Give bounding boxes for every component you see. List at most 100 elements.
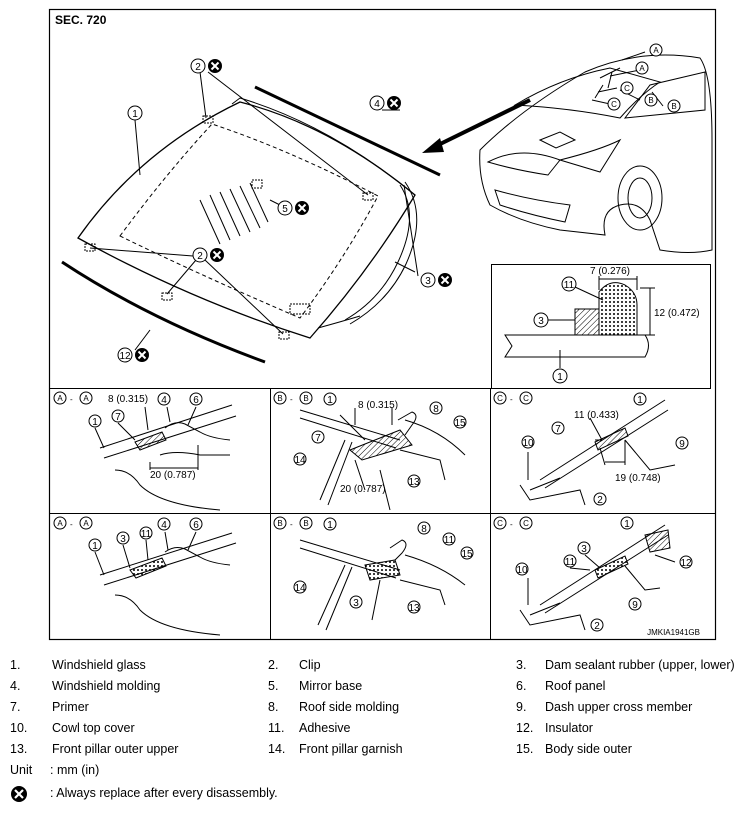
svg-text:-: - (510, 520, 513, 529)
legend-item: 6.Roof panel (516, 679, 606, 693)
svg-text:11: 11 (564, 280, 575, 291)
windshield-diagram: SEC. 720 1 2 (48, 8, 717, 641)
svg-text:12: 12 (119, 351, 131, 362)
svg-text:4: 4 (374, 99, 380, 110)
svg-text:8: 8 (433, 404, 439, 415)
svg-text:-: - (510, 395, 513, 404)
section-b-b-lower: B - B 1 8 11 15 14 3 13 (273, 516, 474, 631)
svg-text:3: 3 (581, 544, 587, 555)
svg-text:9: 9 (632, 600, 638, 611)
dim-cc-lower: 19 (0.748) (615, 473, 661, 484)
svg-text:2: 2 (197, 251, 203, 262)
unit-value: : mm (in) (50, 763, 100, 777)
svg-text:1: 1 (92, 541, 98, 552)
svg-text:1: 1 (637, 395, 643, 406)
section-b-b-upper: B - B 8 (0.315) 20 (0.787) 1 8 15 7 14 1… (273, 391, 467, 511)
svg-text:A: A (57, 394, 63, 403)
legend-item: 14.Front pillar garnish (268, 742, 403, 756)
section-a-a-upper: A - A 8 (0.315) 20 (0.787) 4 6 7 1 (53, 391, 237, 511)
svg-text:14: 14 (294, 455, 306, 466)
svg-text:6: 6 (193, 520, 199, 531)
dim-7: 7 (0.276) (590, 266, 630, 277)
svg-text:10: 10 (516, 565, 528, 576)
svg-text:5: 5 (282, 204, 288, 215)
svg-text:A: A (57, 519, 63, 528)
legend-item: 8.Roof side molding (268, 700, 400, 714)
windshield-exploded-view (61, 71, 441, 364)
svg-text:4: 4 (161, 395, 167, 406)
svg-text:B: B (303, 519, 308, 528)
car-section-markers: A A C C B B (591, 43, 681, 113)
svg-text:1: 1 (92, 417, 98, 428)
replace-icon (386, 95, 402, 111)
replace-icon (437, 272, 453, 288)
svg-text:7: 7 (555, 424, 561, 435)
svg-text:A: A (83, 519, 89, 528)
svg-text:15: 15 (454, 418, 466, 429)
section-a-a-lower: A - A 3 11 4 6 1 (53, 516, 237, 636)
svg-text:B: B (277, 394, 282, 403)
svg-text:13: 13 (408, 477, 420, 488)
svg-text:1: 1 (132, 109, 138, 120)
svg-text:C: C (611, 100, 617, 109)
section-title: SEC. 720 (55, 13, 107, 27)
replace-note-text: : Always replace after every disassembly… (50, 786, 278, 800)
svg-text:15: 15 (461, 549, 473, 560)
svg-text:B: B (671, 102, 676, 111)
section-grid (50, 388, 716, 639)
svg-text:C: C (523, 519, 529, 528)
legend-item: 1.Windshield glass (10, 658, 146, 672)
section-c-c-upper: C - C 11 (0.433) 19 (0.748) 1 7 10 9 2 (493, 391, 689, 506)
svg-text:B: B (277, 519, 282, 528)
svg-text:1: 1 (327, 520, 333, 531)
legend-item: 2.Clip (268, 658, 321, 672)
svg-text:-: - (290, 395, 293, 404)
diagram-frame (48, 8, 717, 641)
svg-text:-: - (70, 520, 73, 529)
svg-text:-: - (70, 395, 73, 404)
svg-text:6: 6 (193, 395, 199, 406)
main-callouts: 1 2 4 5 2 3 12 (117, 58, 453, 363)
svg-text:2: 2 (195, 62, 201, 73)
unit-label: Unit (10, 763, 33, 777)
legend-item: 15.Body side outer (516, 742, 632, 756)
replace-icon (134, 347, 150, 363)
svg-text:C: C (523, 394, 529, 403)
svg-text:10: 10 (522, 438, 534, 449)
dim-cc-upper: 11 (0.433) (574, 410, 619, 421)
legend-item: 7.Primer (10, 700, 89, 714)
svg-text:3: 3 (538, 316, 544, 327)
legend-item: 9.Dash upper cross member (516, 700, 693, 714)
svg-text:C: C (497, 394, 503, 403)
replace-icon (11, 786, 27, 802)
legend-item: 10.Cowl top cover (10, 721, 135, 735)
image-code: JMKIA1941GB (647, 628, 700, 637)
replace-icon (209, 247, 225, 263)
svg-text:12: 12 (680, 558, 692, 569)
legend-item: 12.Insulator (516, 721, 593, 735)
svg-text:A: A (653, 46, 659, 55)
svg-text:9: 9 (679, 439, 685, 450)
svg-text:C: C (497, 519, 503, 528)
adhesive-detail: 7 (0.276) 12 (0.472) 3 11 1 (491, 264, 711, 389)
svg-text:C: C (624, 84, 630, 93)
svg-text:2: 2 (594, 621, 600, 632)
dim-bb-upper: 8 (0.315) (358, 400, 398, 411)
svg-text:4: 4 (161, 520, 167, 531)
svg-text:3: 3 (120, 534, 126, 545)
dim-bb-lower: 20 (0.787) (340, 484, 386, 495)
legend-item: 3.Dam sealant rubber (upper, lower) (516, 658, 735, 672)
svg-text:11: 11 (141, 529, 152, 540)
svg-text:14: 14 (294, 583, 306, 594)
svg-text:A: A (83, 394, 89, 403)
svg-text:8: 8 (421, 524, 427, 535)
unit-row: Unit : mm (in) (10, 763, 99, 777)
legend-item: 5.Mirror base (268, 679, 363, 693)
replace-icon (294, 200, 310, 216)
dim-aa-upper: 8 (0.315) (108, 394, 148, 405)
legend-item: 4.Windshield molding (10, 679, 161, 693)
svg-text:1: 1 (557, 372, 563, 383)
dim-12: 12 (0.472) (654, 308, 700, 319)
replace-icon (207, 58, 223, 74)
svg-text:13: 13 (408, 603, 420, 614)
